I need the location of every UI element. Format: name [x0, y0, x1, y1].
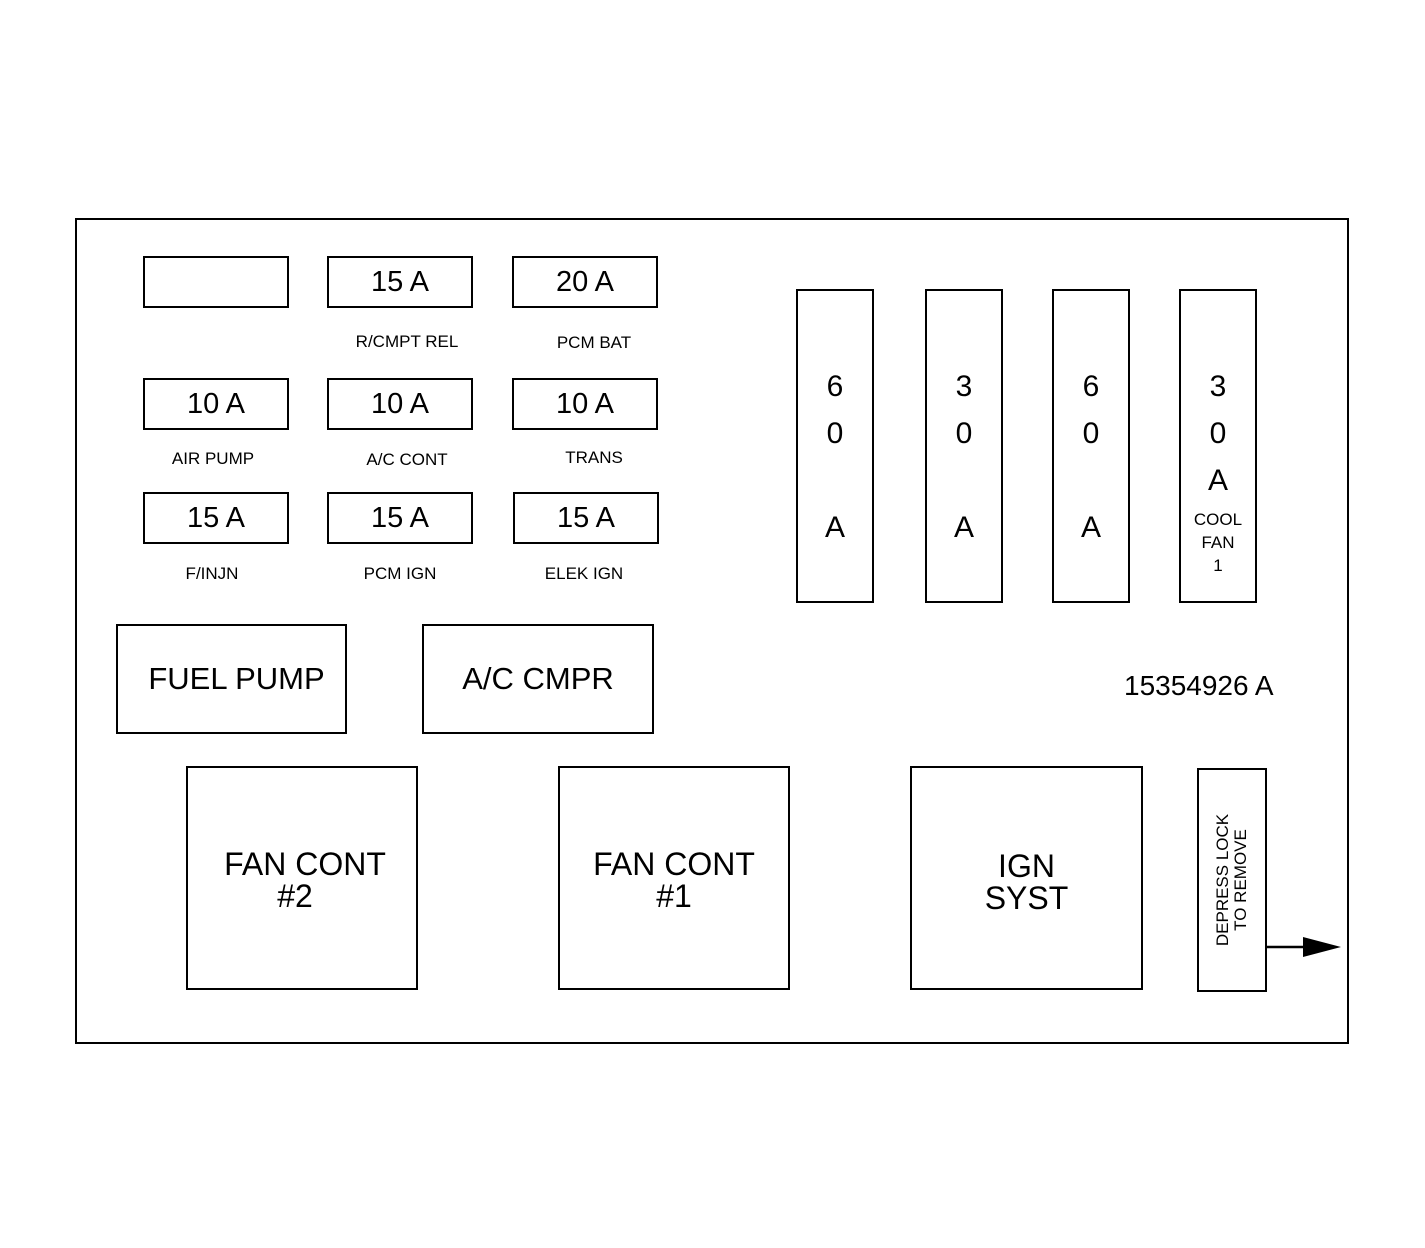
fuse-label: TRANS — [565, 448, 623, 467]
part-number: 15354926 A — [1124, 670, 1274, 701]
maxi-fuse-cool-fan-1: 3 0 A COOL FAN 1 — [1179, 289, 1257, 603]
maxi-digit: 3 — [1209, 370, 1227, 403]
lock-line: TO REMOVE — [1231, 829, 1251, 931]
fuse-label: AIR PUMP — [171, 449, 255, 468]
fuse-value: 20 A — [555, 265, 615, 298]
fuse-value: 10 A — [555, 387, 615, 420]
fuse-value: 10 A — [370, 387, 430, 420]
maxi-label-line: FAN — [1201, 533, 1235, 552]
maxi-unit: A — [1207, 464, 1228, 497]
relay-fan-cont-1: FAN CONT #1 — [558, 766, 790, 990]
maxi-unit: A — [953, 511, 974, 544]
maxi-digit: 0 — [955, 417, 973, 450]
arrow-right-icon — [1265, 937, 1341, 957]
maxi-fuse-1: 6 0 A — [796, 289, 874, 603]
fuse-label: PCM BAT — [556, 333, 632, 352]
fuse-label: R/CMPT REL — [355, 332, 459, 351]
relay-label: A/C CMPR — [462, 661, 614, 696]
maxi-digit: 0 — [1082, 417, 1100, 450]
fuse-block-panel — [75, 218, 1349, 1044]
maxi-digit: 0 — [826, 417, 844, 450]
maxi-digit: 0 — [1209, 417, 1227, 450]
fuse-ac-cont: 10 A — [327, 378, 473, 430]
relay-label: FAN CONT — [224, 846, 386, 882]
relay-label: SYST — [984, 880, 1069, 916]
fuse-rcmpt-rel: 15 A — [327, 256, 473, 308]
fuse-value: 15 A — [556, 501, 616, 534]
maxi-fuse-2: 3 0 A — [925, 289, 1003, 603]
fuse-pcm-bat: 20 A — [512, 256, 658, 308]
relay-fan-cont-2: FAN CONT #2 — [186, 766, 418, 990]
fuse-value: 15 A — [370, 265, 430, 298]
lock-line: DEPRESS LOCK — [1213, 813, 1233, 947]
fuse-pcm-ign: 15 A — [327, 492, 473, 544]
maxi-fuse-3: 6 0 A — [1052, 289, 1130, 603]
maxi-fuse-label: COOL FAN 1 — [1194, 508, 1242, 577]
fuse-label: F/INJN — [185, 564, 239, 583]
relay-label: #2 — [277, 878, 313, 914]
fuse-label: PCM IGN — [363, 564, 437, 583]
fuse-trans: 10 A — [512, 378, 658, 430]
maxi-unit: A — [1080, 511, 1101, 544]
maxi-digit: 3 — [955, 370, 973, 403]
relay-ac-cmpr: A/C CMPR — [422, 624, 654, 734]
fuse-air-pump: 10 A — [143, 378, 289, 430]
depress-lock-tab[interactable]: DEPRESS LOCK TO REMOVE — [1197, 768, 1267, 992]
maxi-unit: A — [824, 511, 845, 544]
fuse-label: ELEK IGN — [544, 564, 624, 583]
maxi-label-line: COOL — [1193, 510, 1243, 529]
fuse-value: 15 A — [370, 501, 430, 534]
fuse-value: 15 A — [186, 501, 246, 534]
fuse-empty-slot — [143, 256, 289, 308]
relay-ign-syst: IGN SYST — [910, 766, 1143, 990]
fuse-label: A/C CONT — [366, 450, 448, 469]
lock-instruction: DEPRESS LOCK TO REMOVE — [1213, 813, 1251, 947]
fuse-finjn: 15 A — [143, 492, 289, 544]
maxi-digit: 6 — [826, 370, 844, 403]
relay-fuel-pump: FUEL PUMP — [116, 624, 347, 734]
relay-label: #1 — [656, 878, 692, 914]
maxi-label-line: 1 — [1213, 556, 1223, 575]
fuse-value: 10 A — [186, 387, 246, 420]
relay-label: FUEL PUMP — [148, 661, 325, 696]
maxi-digit: 6 — [1082, 370, 1100, 403]
relay-label: FAN CONT — [593, 846, 755, 882]
relay-label: IGN — [998, 848, 1055, 884]
fuse-elek-ign: 15 A — [513, 492, 659, 544]
